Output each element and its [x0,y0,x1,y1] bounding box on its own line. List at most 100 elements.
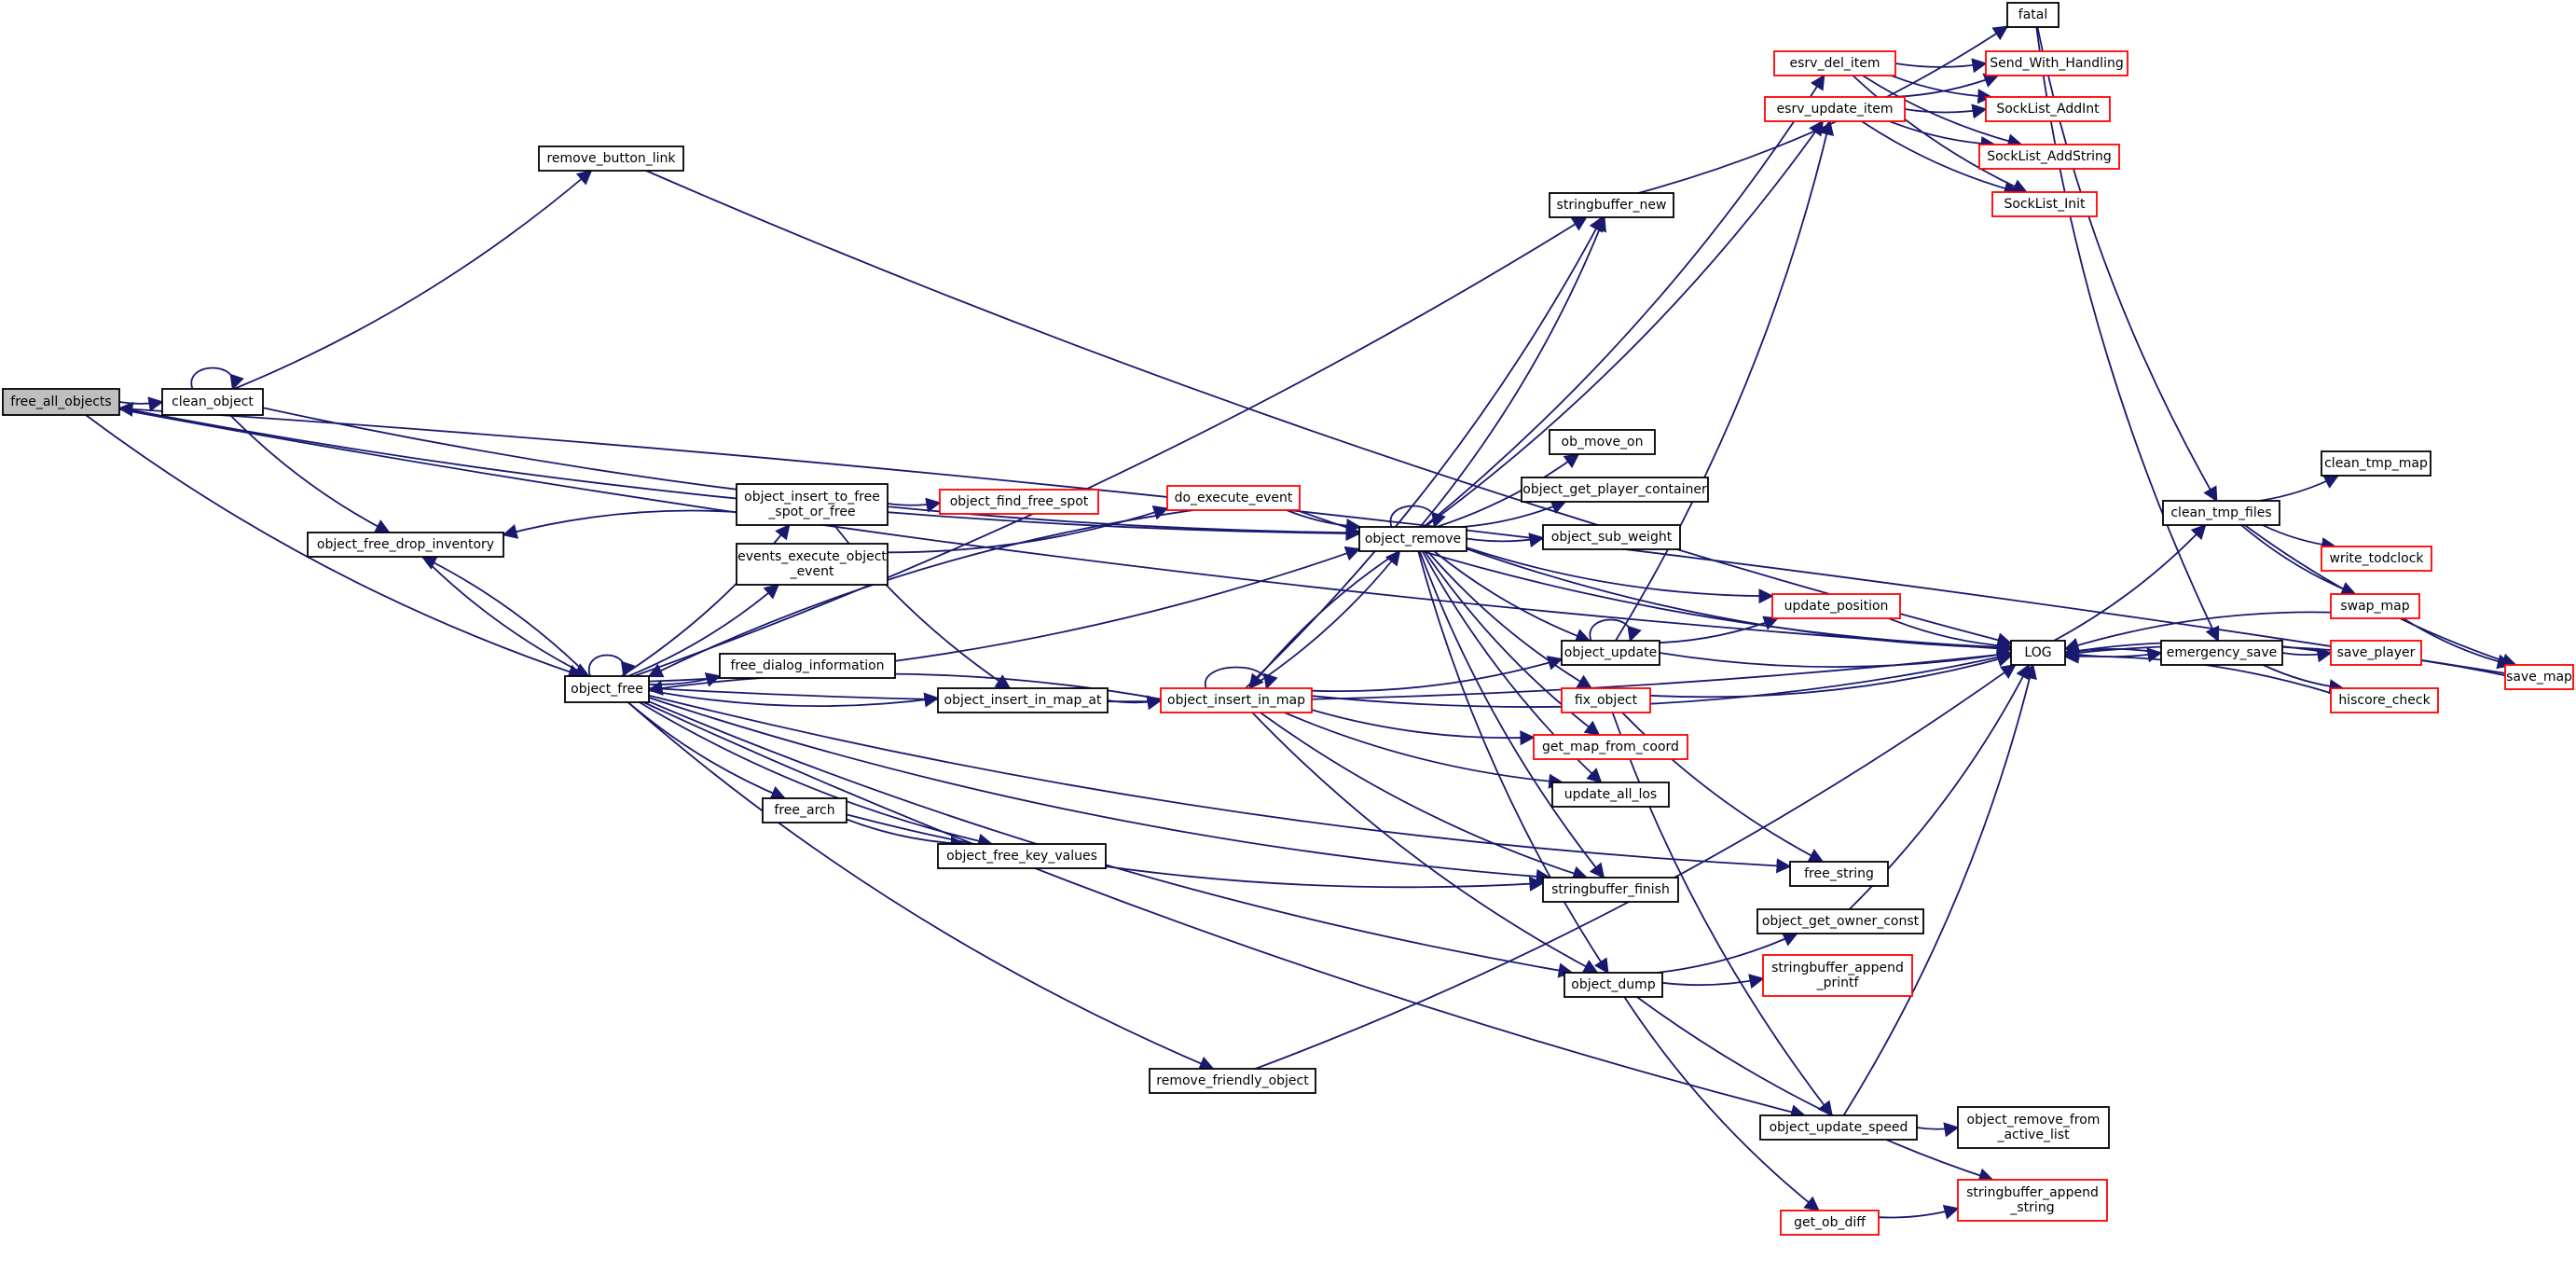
edge-object-free-to-object-update-speed [642,701,1807,1120]
node-esrv-del-item[interactable]: esrv_del_item [1773,50,1896,76]
node-object-get-player-container[interactable]: object_get_player_container [1521,477,1709,503]
node-box [161,388,264,416]
edge-object-free-to-stringbuffer-finish [648,697,1552,884]
node-box [1358,526,1467,552]
node-free-arch[interactable]: free_arch [762,797,847,823]
edge-clean-object-to-remove-button-link [233,169,593,390]
edge-object-dump-to-object-get-owner-const [1656,932,1798,974]
node-log[interactable]: LOG [2010,640,2066,666]
node-label: esrv_update_item [1777,102,1894,117]
node-box [1985,96,2111,122]
node-save-player[interactable]: save_player [2330,640,2422,666]
node-free-string[interactable]: free_string [1789,861,1889,887]
edge-clean-tmp-files-to-write-todclock [2262,524,2337,553]
node-object-free-key-values[interactable]: object_free_key_values [937,843,1107,869]
node-stringbuffer-append-string[interactable]: stringbuffer_append_string [1957,1179,2108,1222]
node-object-sub-weight[interactable]: object_sub_weight [1542,524,1681,550]
node-free-all-objects[interactable]: free_all_objects [2,388,120,416]
node-object-remove[interactable]: object_remove [1358,526,1467,552]
node-label: object_free [571,682,643,697]
node-box [1564,972,1663,998]
node-esrv-update-item[interactable]: esrv_update_item [1764,96,1906,122]
node-object-insert-in-map-at[interactable]: object_insert_in_map_at [937,687,1109,713]
node-box [2162,500,2280,526]
node-label: _active_list [1996,1128,2070,1142]
edge-object-free-to-log [648,647,2013,703]
edge-update-position-to-log [1888,617,2013,654]
node-label: object_insert_in_map [1167,693,1305,708]
node-clean-tmp-files[interactable]: clean_tmp_files [2162,500,2280,526]
node-label: free_dialog_information [730,658,884,673]
node-fatal[interactable]: fatal [2006,2,2059,28]
edge-object-insert-in-map-to-object-insert-in-map [1204,666,1278,690]
node-label: object_free_key_values [946,849,1097,864]
node-box [1789,861,1889,887]
node-get-map-from-coord[interactable]: get_map_from_coord [1533,734,1688,760]
node-label: SockList_AddString [1987,149,2112,164]
node-get-ob-diff[interactable]: get_ob_diff [1780,1210,1880,1236]
node-object-dump[interactable]: object_dump [1564,972,1663,998]
node-object-get-owner-const[interactable]: object_get_owner_const [1756,908,1924,934]
node-socklist-init[interactable]: SockList_Init [1991,191,2098,217]
node-object-free[interactable]: object_free [564,675,650,703]
node-label: object_free_drop_inventory [317,537,494,552]
node-remove-button-link[interactable]: remove_button_link [538,145,684,172]
node-box [2504,664,2574,690]
node-label: SockList_Init [2004,197,2086,212]
node-label: save_map [2506,670,2572,685]
node-label: free_arch [774,803,834,818]
node-clean-tmp-map[interactable]: clean_tmp_map [2321,450,2431,477]
node-object-insert-in-map[interactable]: object_insert_in_map [1160,687,1313,713]
node-object-update-speed[interactable]: object_update_speed [1759,1114,1918,1141]
node-box [937,843,1107,869]
node-stringbuffer-append-printf[interactable]: stringbuffer_append_printf [1762,954,1913,997]
edge-esrv-del-item-to-socklist-init [1852,75,2029,194]
node-label: update_all_los [1564,787,1657,802]
node-label: stringbuffer_new [1557,198,1667,213]
node-fix-object[interactable]: fix_object [1561,687,1651,713]
node-object-update[interactable]: object_update [1561,640,1660,666]
node-object-find-free-spot[interactable]: object_find_free_spot [939,489,1099,515]
node-stringbuffer-finish[interactable]: stringbuffer_finish [1542,877,1679,903]
node-box [1756,908,1924,934]
node-socklist-addstring[interactable]: SockList_AddString [1978,144,2120,170]
node-do-execute-event[interactable]: do_execute_event [1166,485,1301,511]
edge-object-remove-to-update-position [1466,547,1774,604]
node-events-execute-object-event[interactable]: events_execute_object_event [736,543,889,586]
node-object-free-drop-inventory[interactable]: object_free_drop_inventory [307,532,504,558]
node-label: object_find_free_spot [950,494,1089,509]
edge-esrv-del-item-to-socklist-addstring [1862,75,2023,149]
node-emergency-save[interactable]: emergency_save [2160,640,2283,666]
node-object-insert-to-free-spot-or-free[interactable]: object_insert_to_free_spot_or_free [736,483,889,526]
node-hiscore-check[interactable]: hiscore_check [2330,687,2439,713]
node-remove-friendly-object[interactable]: remove_friendly_object [1149,1068,1316,1094]
node-box [2330,640,2422,666]
node-update-position[interactable]: update_position [1771,593,1901,619]
node-socklist-addint[interactable]: SockList_AddInt [1985,96,2111,122]
edge-object-update-speed-to-log [1842,663,2037,1116]
node-object-remove-from-active-list[interactable]: object_remove_from_active_list [1957,1106,2110,1149]
node-label: object_insert_in_map_at [944,693,1103,708]
node-ob-move-on[interactable]: ob_move_on [1549,429,1656,455]
node-box [1561,687,1651,713]
node-send-with-handling[interactable]: Send_With_Handling [1985,50,2128,76]
node-box [1978,144,2120,170]
node-swap-map[interactable]: swap_map [2330,593,2420,619]
node-write-todclock[interactable]: write_todclock [2321,546,2432,572]
node-save-map[interactable]: save_map [2504,664,2574,690]
node-clean-object[interactable]: clean_object [161,388,264,416]
edge-object-remove-to-object-update [1433,550,1591,643]
node-box [1561,640,1660,666]
node-label: _event [790,564,834,579]
edge-clean-tmp-files-to-clean-tmp-map [2259,475,2340,502]
node-update-all-los[interactable]: update_all_los [1551,782,1670,808]
node-box [2321,450,2431,477]
edge-object-remove-to-fix-object [1426,550,1593,689]
edge-object-remove-to-stringbuffer-new [1419,215,1606,528]
node-label: remove_button_link [546,151,676,166]
node-box [736,483,889,526]
node-stringbuffer-new[interactable]: stringbuffer_new [1549,192,1674,218]
node-free-dialog-information[interactable]: free_dialog_information [719,653,896,679]
node-label: object_update_speed [1770,1120,1908,1135]
edge-object-insert-in-map-to-stringbuffer-finish [1260,712,1589,881]
